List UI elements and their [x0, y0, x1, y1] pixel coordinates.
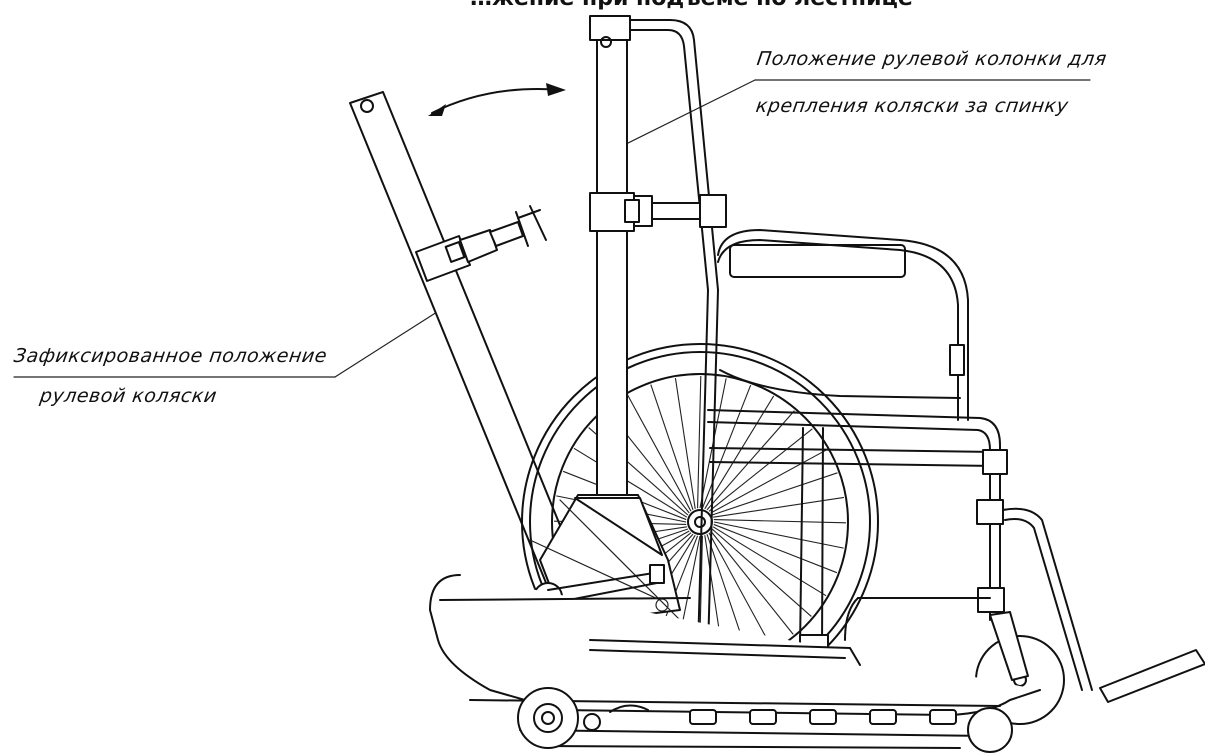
wheel-spoke	[713, 523, 838, 574]
wheel-spoke	[708, 428, 813, 512]
wheel-spoke	[710, 449, 828, 514]
upright-steering-column	[589, 15, 727, 501]
wheel-spoke	[708, 532, 773, 650]
wheel-spoke	[701, 384, 752, 509]
wheel-spoke	[711, 472, 838, 516]
wheel-spoke	[711, 528, 812, 617]
tilted-steering-column	[349, 91, 585, 596]
wheel-spoke	[706, 410, 795, 511]
wheel-spoke	[712, 526, 827, 597]
tracked-base	[429, 574, 1041, 753]
wheelchair-frame	[619, 19, 1205, 725]
wheel-spoke	[713, 519, 847, 524]
wheel-spoke	[704, 395, 775, 510]
wheel-spoke	[710, 530, 794, 635]
rotation-arrow	[428, 83, 566, 116]
figure-title-fragment: …жение при подъёме по лестнице	[470, 0, 913, 11]
leader-lines	[13, 79, 1091, 378]
wheel-spoke	[697, 375, 702, 509]
wheel-spoke	[627, 394, 692, 512]
wheel-spoke	[674, 377, 696, 509]
wheel-spoke	[650, 384, 694, 511]
wheel-spoke	[713, 521, 844, 549]
wheel-spoke	[573, 447, 688, 518]
